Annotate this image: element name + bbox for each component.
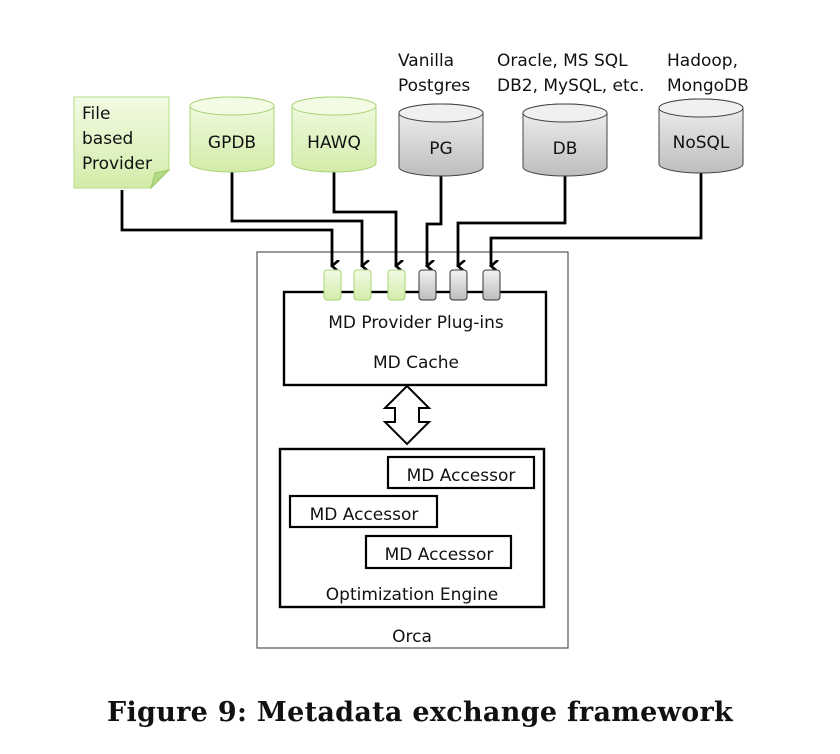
database-caption-nosql-line2: MongoDB [667, 76, 749, 96]
database-cylinder-top [398, 103, 484, 123]
provider-gpdb: GPDB [189, 96, 275, 173]
connector-db [458, 176, 567, 266]
database-cylinder-top [291, 96, 377, 116]
provider-file: File based Provider [73, 96, 171, 190]
provider-hawq: HAWQ [291, 96, 377, 173]
md-accessor-label-3: MD Accessor [385, 545, 494, 565]
database-label-nosql: NoSQL [673, 133, 730, 153]
orca-label: Orca [392, 627, 432, 647]
connector-file [120, 190, 332, 266]
file-label-line1: File [82, 104, 110, 124]
md-accessor-label-2: MD Accessor [310, 505, 419, 525]
database-label-hawq: HAWQ [307, 133, 361, 153]
database-cylinder-top [522, 103, 608, 123]
database-label-gpdb: GPDB [208, 133, 256, 153]
plugin-slot-5 [449, 269, 468, 301]
plugin-slot-1 [323, 269, 342, 301]
file-label-line2: based [82, 129, 133, 149]
database-caption-db-line2: DB2, MySQL, etc. [497, 76, 644, 96]
md-accessor-box-3 [364, 534, 513, 570]
database-caption-nosql-line1: Hadoop, [667, 51, 738, 71]
md-cache-label: MD Cache [373, 353, 459, 373]
connector-nosql [491, 173, 703, 266]
optimization-engine-label: Optimization Engine [326, 585, 498, 605]
database-caption-db-line1: Oracle, MS SQL [497, 51, 628, 71]
database-label-db: DB [553, 139, 578, 159]
file-note-fold [150, 169, 171, 190]
md-accessor-label-1: MD Accessor [407, 466, 516, 486]
connector-pg [427, 176, 443, 266]
database-caption-pg-line1: Vanilla [398, 51, 454, 71]
md-provider-box [282, 290, 548, 387]
file-label-line3: Provider [82, 154, 152, 174]
bidirectional-arrow-icon [382, 384, 432, 446]
plugin-slot-4 [418, 269, 437, 301]
md-accessor-box-2 [288, 494, 439, 529]
database-cylinder-top [189, 96, 275, 116]
plugin-slot-2 [353, 269, 372, 301]
provider-db: DB Oracle, MS SQL DB2, MySQL, etc. [497, 51, 644, 177]
database-caption-pg-line2: Postgres [398, 76, 470, 96]
database-cylinder-top [658, 98, 744, 118]
connectors [120, 172, 703, 266]
md-accessor-box-1 [386, 455, 536, 490]
plugin-slot-3 [387, 269, 406, 301]
connector-gpdb [230, 172, 362, 266]
figure-caption: Figure 9: Metadata exchange framework [107, 697, 733, 728]
database-label-pg: PG [429, 139, 452, 159]
md-provider-title: MD Provider Plug-ins [328, 313, 504, 333]
plugin-slot-6 [482, 269, 501, 301]
connector-hawq [332, 172, 396, 266]
provider-nosql: NoSQL Hadoop, MongoDB [658, 51, 749, 174]
